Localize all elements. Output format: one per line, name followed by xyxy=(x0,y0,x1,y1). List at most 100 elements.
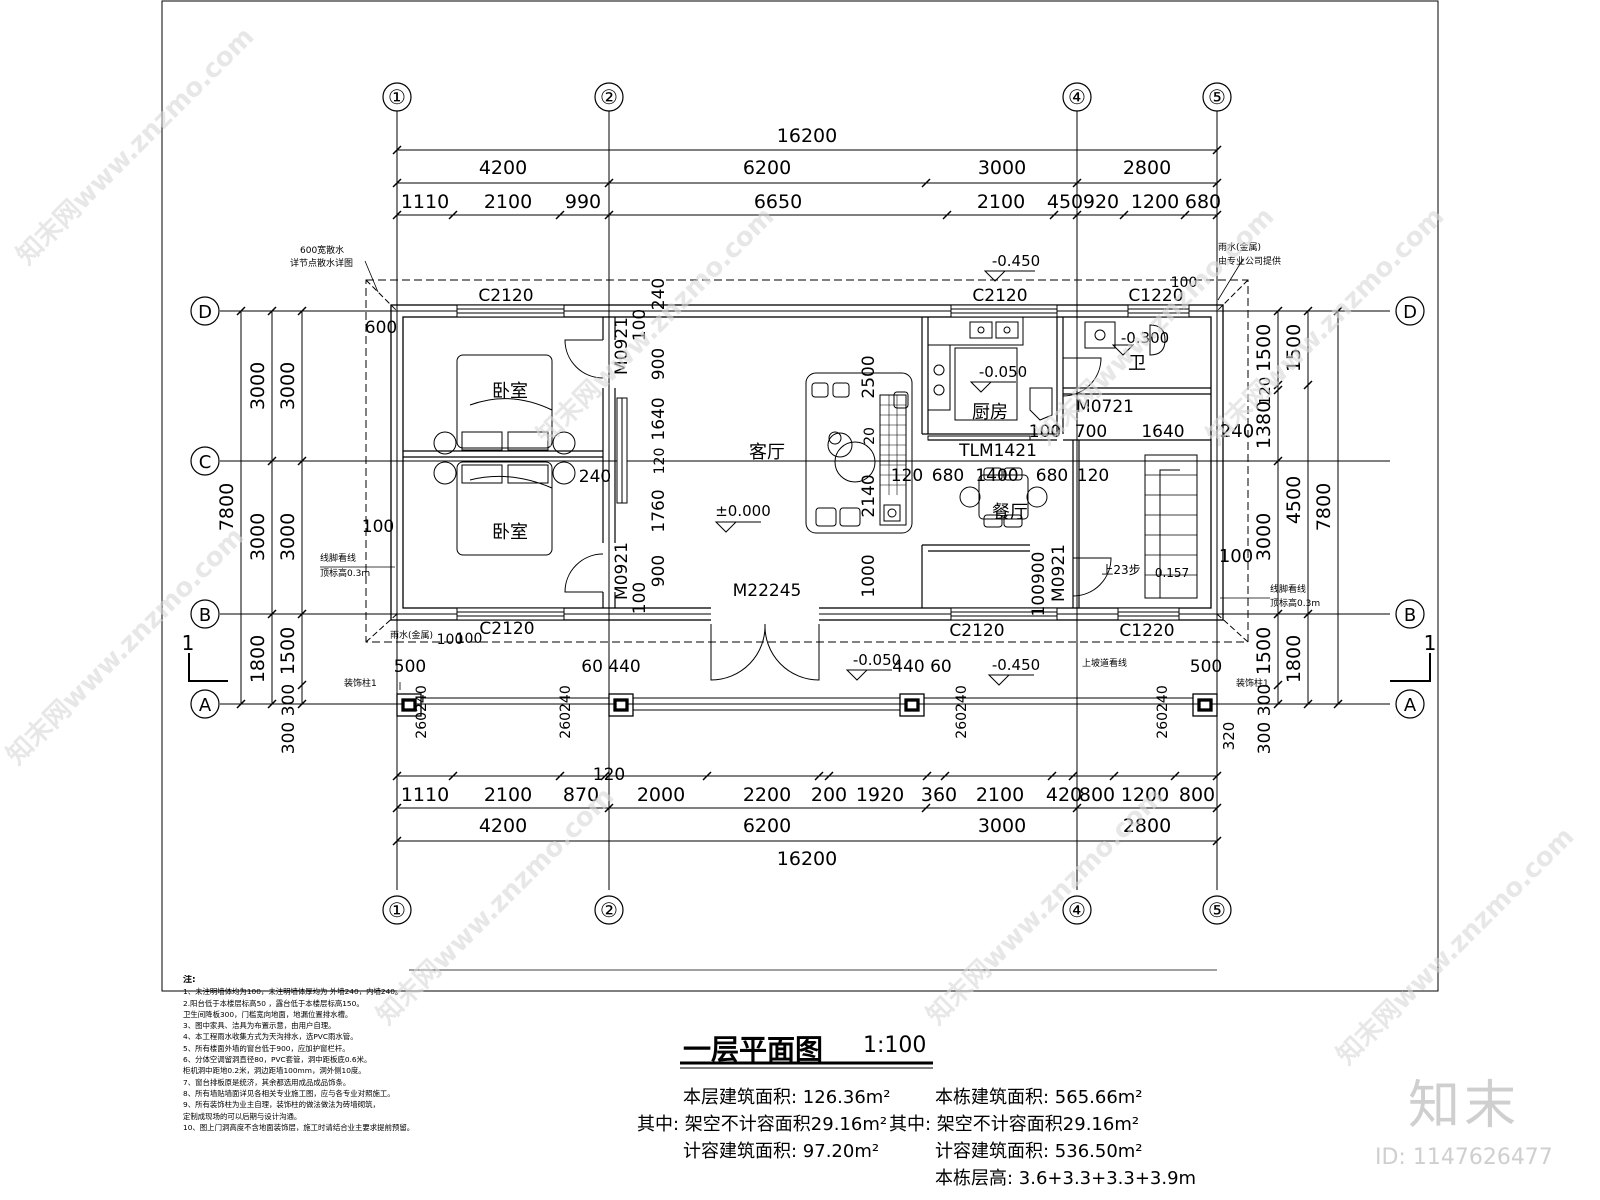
label-c1220-top: C1220 xyxy=(1128,286,1183,306)
grid-label-5-bot: ⑤ xyxy=(1208,898,1226,922)
bldg-heights: 本栋层高: 3.6+3.3+3.3+3.9m xyxy=(935,1168,1197,1189)
note-line: 9、所有装饰柱为业主自理，装饰柱的做法做法为砖墙砌筑， xyxy=(183,1100,380,1110)
interior-walls xyxy=(403,317,1211,608)
dim-top-d9: 680 xyxy=(1185,191,1221,213)
dim-bot-bay-3: 3000 xyxy=(978,815,1026,837)
dim-bot-bay-4: 2800 xyxy=(1123,815,1171,837)
floor-open-area: 其中: 架空不计容面积29.16m² xyxy=(637,1114,888,1135)
note-downpipe-2: 由专业公司提供 xyxy=(1218,255,1281,267)
level-bath: -0.300 xyxy=(1121,329,1169,347)
furniture xyxy=(433,316,1198,599)
dim-left-inner-3: 1500 xyxy=(277,627,299,675)
label-m0921-b: M0921 xyxy=(612,542,632,600)
note-line: 2.阳台低于本楼层标高50 ，露台低于本楼层标高150。 xyxy=(183,998,364,1008)
drawing-title: 一层平面图 xyxy=(683,1033,824,1066)
dim-bot-d8: 360 xyxy=(921,784,957,806)
dim-2140: 2140 xyxy=(859,474,879,517)
dim-bot-overall: 16200 xyxy=(777,848,837,870)
room-bedroom-1: 卧室 xyxy=(492,381,528,402)
dim-120-b: 120 xyxy=(1077,466,1109,486)
sheet-frame xyxy=(161,0,1439,992)
grid-label-5-top: ⑤ xyxy=(1208,85,1226,109)
note-line: 8、所有墙贴墙面详见各相关专业施工图，应与各专业对照施工。 xyxy=(183,1088,395,1098)
label-c2120-bot-left: C2120 xyxy=(479,619,534,639)
col-500-right: 500 xyxy=(1190,657,1222,677)
dim-top-bay-1: 4200 xyxy=(479,157,527,179)
dim-bot-d12: 1200 xyxy=(1121,784,1169,806)
dim-top-bay-3: 3000 xyxy=(978,157,1026,179)
dim-1000: 1000 xyxy=(859,554,879,597)
notes-title: 注: xyxy=(183,975,196,985)
grid-bubble-D-right xyxy=(1395,296,1425,326)
dim-right-inner-1: 1500 xyxy=(1253,324,1275,372)
dim-left-inner-1: 3000 xyxy=(277,362,299,410)
note-line: 柜机洞中距地0.2米，洞边距墙100mm，洞外侧10度。 xyxy=(183,1066,366,1076)
grid-bubble-B-left xyxy=(190,599,220,629)
section-mark-right: 1 xyxy=(1424,631,1437,655)
label-m0721: M0721 xyxy=(1076,397,1134,417)
dim-right-320: 320 xyxy=(1220,722,1238,751)
grid-label-B-left: B xyxy=(199,605,211,626)
doors xyxy=(564,339,1112,681)
room-kitchen: 厨房 xyxy=(972,402,1008,423)
dim-top-d4: 6650 xyxy=(754,191,802,213)
col-60-440: 60 440 xyxy=(581,657,640,677)
dim-top-d2: 2100 xyxy=(484,191,532,213)
dim-top-d7: 920 xyxy=(1083,191,1119,213)
dim-100-top: 100 xyxy=(630,309,650,341)
note-line-r2: 顶标高0.3m xyxy=(1270,597,1320,609)
dim-bot-d9: 2100 xyxy=(976,784,1024,806)
room-bath: 卫 xyxy=(1128,353,1146,374)
note-line: 6、分体空调留洞直径80，PVC套管，洞中距板底0.6米。 xyxy=(183,1055,372,1065)
grid-bubble-4-top xyxy=(1062,82,1092,112)
dim-600: 600 xyxy=(365,318,397,338)
grid-bubble-5-top xyxy=(1202,82,1232,112)
dim-100900: 100900 xyxy=(1029,552,1049,617)
dim-left-bay-2: 3000 xyxy=(247,513,269,561)
dim-right-inner-7: 300 xyxy=(1255,722,1275,754)
dim-right-inner-4: 3000 xyxy=(1253,513,1275,561)
dim-right-inner-2: 120 xyxy=(1256,377,1274,406)
label-m0921-a: M0921 xyxy=(612,317,632,375)
col-260240-a: 260240 xyxy=(414,685,430,738)
grid-bubble-2-top xyxy=(594,82,624,112)
bldg-area: 本栋建筑面积: 565.66m² xyxy=(935,1087,1143,1108)
dim-right-inner-6: 300 xyxy=(1255,684,1275,716)
note-line-l1: 线脚看线 xyxy=(320,552,356,564)
dim-right-bay-1: 1500 xyxy=(1283,324,1305,372)
grid-bubble-4-bot xyxy=(1062,895,1092,925)
floor-count-area: 计容建筑面积: 97.20m² xyxy=(683,1141,880,1162)
note-line-l2: 顶标高0.3m xyxy=(320,567,370,579)
dim-20: 20 xyxy=(862,427,878,445)
dim-120-a: 120 xyxy=(891,466,923,486)
dim-top-overall: 16200 xyxy=(777,125,837,147)
dim-bot-120: 120 xyxy=(593,765,625,785)
dim-top-bay-4: 2800 xyxy=(1123,157,1171,179)
dim-left-inner-5: 300 xyxy=(279,722,299,754)
eave-outline xyxy=(365,279,1249,643)
dim-right-inner-5: 1500 xyxy=(1253,627,1275,675)
dim-900-a: 900 xyxy=(649,348,669,380)
drawing-scale: 1:100 xyxy=(863,1033,927,1058)
room-living: 客厅 xyxy=(749,442,785,463)
col-260240-c: 260240 xyxy=(954,685,970,738)
label-tlm1421: TLM1421 xyxy=(958,441,1037,461)
grid-bubble-1-bot xyxy=(382,895,412,925)
dim-bot-d1: 1110 xyxy=(401,784,449,806)
dim-bot-bay-1: 4200 xyxy=(479,815,527,837)
grid-lines xyxy=(220,110,1390,890)
dim-bot-d5: 2200 xyxy=(743,784,791,806)
dim-680-b: 680 xyxy=(1036,466,1068,486)
dim-bot-d6: 200 xyxy=(811,784,847,806)
grid-bubble-D-left xyxy=(190,296,220,326)
grid-bubble-C-left xyxy=(190,446,220,476)
dim-right-bay-3: 1800 xyxy=(1283,635,1305,683)
bldg-open-area: 其中: 架空不计容面积29.16m² xyxy=(889,1114,1140,1135)
note-gutter-2: 详节点散水详图 xyxy=(290,257,353,269)
dim-left-inner-4: 300 xyxy=(279,684,299,716)
grid-label-D-right: D xyxy=(1403,302,1417,323)
level-kitchen: -0.050 xyxy=(979,363,1027,381)
grid-bubble-2-bot xyxy=(594,895,624,925)
dim-240-top: 240 xyxy=(649,278,669,310)
